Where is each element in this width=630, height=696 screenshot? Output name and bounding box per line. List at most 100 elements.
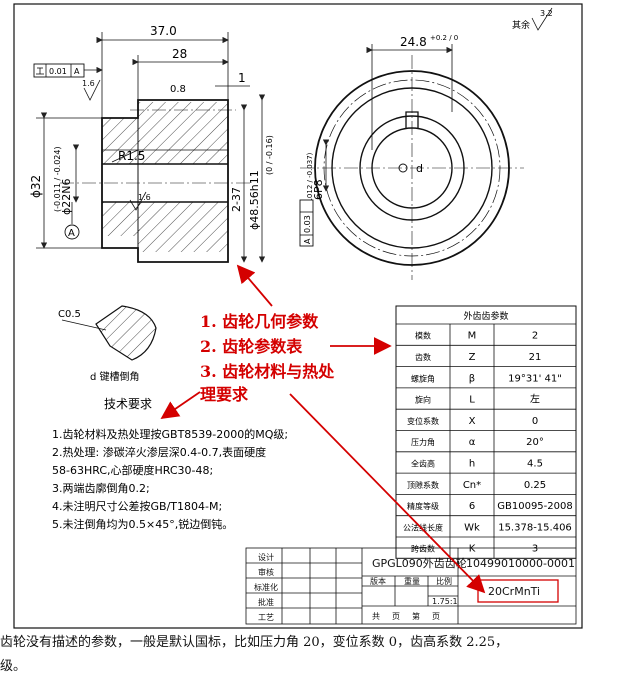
tech-req-item: 3.两端齿廓倒角0.2; bbox=[52, 481, 150, 495]
dim-d22: ϕ22N6 bbox=[60, 179, 73, 215]
param-name: 齿数 bbox=[415, 352, 431, 362]
roughness-general: 其余 3.2 bbox=[512, 7, 553, 31]
caption-line-2: 级。 bbox=[0, 659, 27, 674]
dim-chamfer-1: 1 bbox=[238, 71, 246, 85]
dim-chamfer-08: 0.8 bbox=[170, 84, 186, 95]
svg-text:审核: 审核 bbox=[258, 567, 274, 577]
param-symbol: β bbox=[469, 373, 475, 384]
param-name: 模数 bbox=[415, 331, 431, 341]
front-dims bbox=[322, 44, 453, 192]
svg-text:A: A bbox=[68, 228, 75, 239]
param-name: 精度等级 bbox=[407, 501, 439, 511]
param-symbol: M bbox=[468, 331, 477, 342]
annotation-1: 1. 齿轮几何参数 bbox=[200, 312, 319, 331]
param-name: 跨齿数 bbox=[411, 544, 435, 554]
param-symbol: α bbox=[469, 437, 476, 448]
param-symbol: L bbox=[469, 395, 475, 406]
title-block bbox=[245, 547, 577, 625]
param-symbol: 6 bbox=[469, 501, 475, 512]
tech-req-item: 58-63HRC,心部硬度HRC30-48; bbox=[52, 463, 213, 477]
gear-drawing: A 37.0 28 1 0.8 R1.5 ϕ32 ϕ22N6 (-0.011 /… bbox=[13, 3, 583, 629]
param-value: 20° bbox=[526, 437, 544, 448]
dimension-lines bbox=[36, 32, 266, 263]
dim-6p8: 6P8 bbox=[312, 179, 325, 200]
svg-text:页: 页 bbox=[392, 612, 400, 621]
param-value: 0.25 bbox=[524, 480, 546, 491]
param-symbol: K bbox=[469, 544, 476, 555]
param-value: 4.5 bbox=[527, 458, 543, 469]
dim-d4856-tol: (0 / -0.16) bbox=[265, 135, 274, 175]
param-value: 3 bbox=[532, 544, 538, 555]
svg-text:其余: 其余 bbox=[512, 19, 530, 31]
roughness-symbol-2: 1.6 bbox=[129, 191, 151, 211]
svg-text:设计: 设计 bbox=[258, 552, 274, 562]
dim-d32: ϕ32 bbox=[29, 175, 43, 198]
param-name: 全齿高 bbox=[411, 458, 435, 468]
dim-24-8: 24.8 bbox=[400, 35, 427, 49]
param-name: 压力角 bbox=[411, 437, 435, 447]
tech-req-item: 2.热处理: 渗碳淬火渗层深0.4-0.7,表面硬度 bbox=[52, 445, 266, 459]
drawing-frame bbox=[13, 3, 583, 629]
svg-text:共: 共 bbox=[372, 612, 380, 621]
red-annotations: 1. 齿轮几何参数 2. 齿轮参数表 3. 齿轮材料与热处 理要求 bbox=[200, 312, 335, 404]
param-symbol: Z bbox=[469, 352, 476, 363]
title-block-text: 设计 审核 标准化 批准 工艺 GPGL090外齿齿轮 10499010000-… bbox=[254, 552, 575, 622]
drawing-number: 10499010000-0001 bbox=[466, 557, 575, 570]
datum-a-symbol: A bbox=[64, 202, 80, 240]
param-value: 21 bbox=[529, 352, 542, 363]
svg-text:标准化: 标准化 bbox=[254, 582, 278, 592]
annotation-3: 3. 齿轮材料与热处 bbox=[200, 362, 335, 381]
annotation-2: 2. 齿轮参数表 bbox=[200, 337, 303, 356]
caption-line-1: 齿轮没有描述的参数，一般是默认国标，比如压力角 20，变位系数 0，齿高系数 2… bbox=[0, 635, 509, 650]
param-value: 19°31' 41" bbox=[508, 373, 562, 384]
svg-text:d 键槽倒角: d 键槽倒角 bbox=[90, 370, 140, 383]
letter-d: d bbox=[416, 162, 423, 175]
param-symbol: X bbox=[469, 416, 476, 427]
param-value: 0 bbox=[532, 416, 538, 427]
chamfer-detail: C0.5 d 键槽倒角 bbox=[58, 305, 157, 383]
svg-text:3.2: 3.2 bbox=[540, 9, 553, 18]
fcf-right: 0.03 A bbox=[299, 199, 314, 247]
svg-text:C0.5: C0.5 bbox=[58, 309, 81, 320]
svg-text:版本: 版本 bbox=[370, 576, 386, 586]
section-view bbox=[60, 99, 250, 263]
svg-text:批准: 批准 bbox=[258, 597, 274, 607]
material: 20CrMnTi bbox=[488, 585, 540, 598]
param-value: 15.378-15.406 bbox=[498, 522, 572, 533]
param-value: 左 bbox=[530, 393, 540, 406]
dim-gear-2-37: 2-37 bbox=[230, 187, 243, 212]
svg-text:页: 页 bbox=[432, 612, 440, 621]
scale-value: 1.75:1 bbox=[432, 597, 458, 606]
dim-d22-tol: (-0.011 / -0.024) bbox=[53, 146, 62, 212]
param-name: 变位系数 bbox=[407, 416, 439, 426]
svg-text:比例: 比例 bbox=[436, 576, 452, 586]
param-symbol: Cn* bbox=[463, 480, 481, 491]
technical-requirements: 技术要求 1.齿轮材料及热处理按GBT8539-2000的MQ级; 2.热处理:… bbox=[52, 397, 288, 531]
svg-text:0.01: 0.01 bbox=[49, 67, 67, 76]
svg-text:技术要求: 技术要求 bbox=[104, 397, 152, 411]
dim-6p8-tol: (-0.012 / -0.037) bbox=[306, 152, 314, 210]
red-arrows bbox=[160, 264, 486, 594]
material-highlight bbox=[477, 579, 559, 603]
svg-text:A: A bbox=[74, 67, 80, 76]
dim-r15: R1.5 bbox=[118, 149, 145, 163]
svg-text:第: 第 bbox=[412, 611, 420, 621]
param-name: 螺旋角 bbox=[411, 373, 435, 383]
param-symbol: h bbox=[469, 458, 475, 469]
roughness-symbol-1: 1.6 bbox=[82, 79, 101, 101]
param-name: 旋向 bbox=[415, 395, 431, 405]
tech-req-item: 5.未注倒角均为0.5×45°,锐边倒钝。 bbox=[52, 517, 233, 531]
fcf-left: 0.01 A bbox=[33, 63, 103, 78]
dim-d4856: ϕ48.56h11 bbox=[248, 170, 261, 230]
param-name: 顶隙系数 bbox=[407, 480, 439, 490]
caption: 齿轮没有描述的参数，一般是默认国标，比如压力角 20，变位系数 0，齿高系数 2… bbox=[0, 631, 630, 679]
front-view bbox=[300, 55, 524, 280]
svg-text:重量: 重量 bbox=[404, 576, 420, 586]
svg-text:1.6: 1.6 bbox=[138, 193, 151, 202]
annotation-3b: 理要求 bbox=[200, 385, 249, 404]
svg-text:0.03: 0.03 bbox=[303, 215, 312, 233]
param-name: 公法线长度 bbox=[403, 522, 443, 532]
svg-text:1.6: 1.6 bbox=[82, 79, 95, 88]
param-symbol: Wk bbox=[464, 522, 480, 533]
